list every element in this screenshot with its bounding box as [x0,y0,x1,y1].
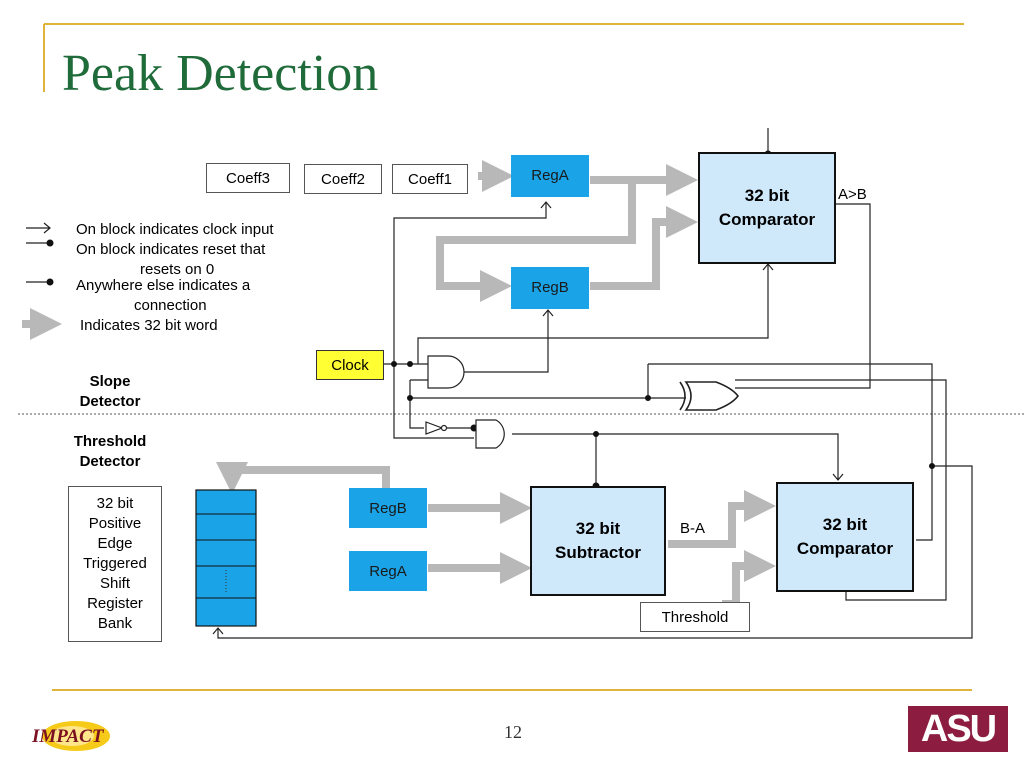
threshold-box: Threshold [640,602,750,632]
comparator-bottom: 32 bit Comparator [776,482,914,592]
coeff2-box: Coeff2 [304,164,382,194]
clock-box: Clock [316,350,384,380]
asu-logo: ASU [908,706,1008,752]
slide-title: Peak Detection [62,45,379,102]
impact-logo: IMPACT [30,718,110,754]
section-slope-detector: Slope Detector [79,373,141,410]
legend-word: Indicates 32 bit word [80,317,218,334]
shift-register-label: 32 bit Positive Edge Triggered Shift Reg… [68,486,162,642]
rega-top-register: RegA [511,155,589,197]
coeff3-box: Coeff3 [206,163,290,193]
signal-b-minus-a: B-A [680,520,706,537]
coeff1-box: Coeff1 [392,164,468,194]
section-threshold-detector: Threshold Detector [73,433,147,470]
subtractor-block: 32 bit Subtractor [530,486,666,596]
comparator-top: 32 bit Comparator [698,152,836,264]
page-number: 12 [504,722,522,742]
legend-connection-line2: connection [134,297,207,314]
regb-top-register: RegB [511,267,589,309]
legend-clock-input: On block indicates clock input [76,221,274,238]
rega-bottom-register: RegA [349,551,427,591]
regb-bottom-register: RegB [349,488,427,528]
legend-reset-line1: On block indicates reset that [76,241,266,258]
signal-a-gt-b: A>B [838,186,867,203]
legend-connection-line1: Anywhere else indicates a [76,277,251,294]
legend-reset-line2: resets on 0 [140,261,215,278]
